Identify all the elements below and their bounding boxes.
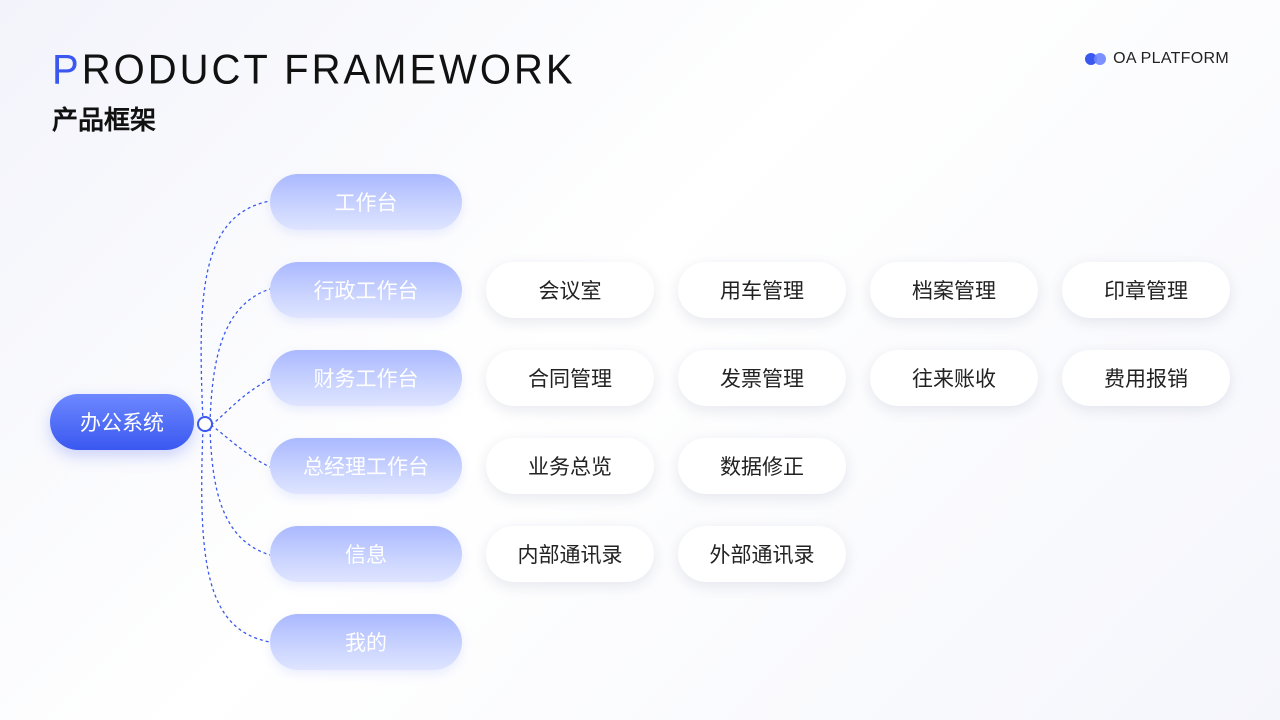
title-initial: P [52,46,82,94]
item-node: 业务总览 [486,438,654,494]
connector-line [210,424,271,468]
brand-logo-icon [1085,53,1107,65]
connector-line [209,288,271,424]
category-node: 信息 [270,526,462,582]
hub-node [197,416,213,432]
category-node: 财务工作台 [270,350,462,406]
category-node: 行政工作台 [270,262,462,318]
brand: OA PLATFORM [1085,50,1229,68]
connector-line [200,200,271,423]
connector-line [210,378,271,426]
item-node: 内部通讯录 [486,526,654,582]
root-node: 办公系统 [50,394,194,450]
item-node: 档案管理 [870,262,1038,318]
item-node: 往来账收 [870,350,1038,406]
category-node: 我的 [270,614,462,670]
category-node: 总经理工作台 [270,438,462,494]
item-node: 会议室 [486,262,654,318]
item-node: 外部通讯录 [678,526,846,582]
page-title-en: PRODUCT FRAMEWORK [52,47,576,94]
item-node: 发票管理 [678,350,846,406]
item-node: 合同管理 [486,350,654,406]
connector-line [209,427,271,556]
category-node: 工作台 [270,174,462,230]
brand-label: OA PLATFORM [1113,50,1229,67]
item-node: 数据修正 [678,438,846,494]
title-rest: RODUCT FRAMEWORK [81,46,576,94]
item-node: 用车管理 [678,262,846,318]
connector-line [201,427,271,643]
item-node: 印章管理 [1062,262,1230,318]
item-node: 费用报销 [1062,350,1230,406]
page-title-cn: 产品框架 [52,106,157,136]
